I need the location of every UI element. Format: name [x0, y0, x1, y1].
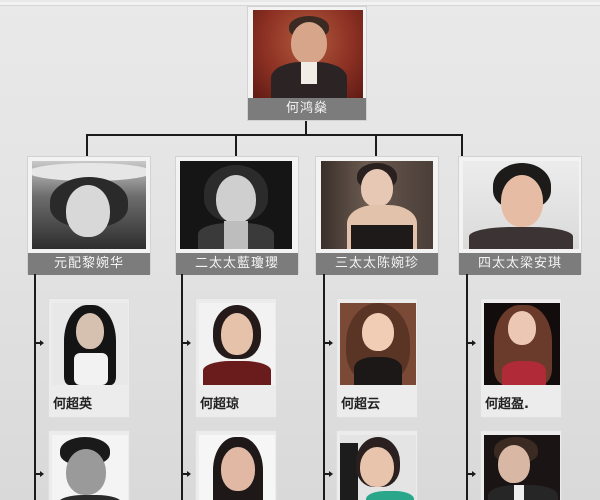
wife-3-label: 三太太陈婉珍: [316, 253, 438, 275]
arrow-icon: [183, 340, 191, 346]
wife-4-label: 四太太梁安琪: [459, 253, 581, 275]
wife-2-photo: [180, 161, 292, 249]
child-node-1-2: [48, 430, 130, 500]
wife-4-photo: [463, 161, 579, 249]
wife-node-2: 二太太藍瓊瓔: [175, 156, 299, 275]
child-4-1-photo: [484, 303, 560, 385]
child-node-2-1: 何超琼: [195, 298, 277, 418]
wife-3-photo: [321, 161, 433, 249]
child-4-2-photo: [484, 435, 560, 500]
child-1-1-name: 何超英: [53, 397, 93, 412]
child-2-2-photo: [199, 435, 275, 500]
arrow-icon: [468, 471, 476, 477]
child-2-1-name: 何超琼: [200, 397, 240, 412]
child-node-4-2: [480, 430, 562, 500]
arrow-icon: [36, 340, 44, 346]
connector-wife-4: [461, 134, 463, 156]
children-line-4: [466, 274, 468, 500]
root-photo: [253, 10, 363, 98]
children-line-2: [181, 274, 183, 500]
child-node-2-2: [195, 430, 277, 500]
connector-wife-3: [375, 134, 377, 156]
arrow-icon: [468, 340, 476, 346]
child-3-2-photo: [340, 435, 416, 500]
wife-1-label: 元配黎婉华: [28, 253, 150, 275]
children-line-3: [323, 274, 325, 500]
root-name-label: 何鸿燊: [248, 98, 366, 120]
arrow-icon: [325, 471, 333, 477]
children-line-1: [34, 274, 36, 500]
child-3-1-name: 何超云: [341, 397, 381, 412]
arrow-icon: [36, 471, 44, 477]
horizontal-connector: [86, 134, 462, 136]
root-node: 何鸿燊: [247, 6, 367, 121]
child-1-2-photo: [52, 435, 128, 500]
arrow-icon: [183, 471, 191, 477]
wife-node-1: 元配黎婉华: [27, 156, 151, 275]
child-4-1-name: 何超盈.: [485, 397, 529, 412]
child-2-1-photo: [199, 303, 275, 385]
connector-wife-1: [86, 134, 88, 156]
wife-2-label: 二太太藍瓊瓔: [176, 253, 298, 275]
child-node-3-1: 何超云: [336, 298, 418, 418]
wife-1-photo: [32, 161, 146, 249]
child-node-4-1: 何超盈.: [480, 298, 562, 418]
arrow-icon: [325, 340, 333, 346]
top-border: [0, 2, 600, 6]
child-node-1-1: 何超英: [48, 298, 130, 418]
child-node-3-2: [336, 430, 418, 500]
root-stem-line: [305, 121, 307, 135]
child-3-1-photo: [340, 303, 416, 385]
wife-node-4: 四太太梁安琪: [458, 156, 582, 275]
wife-node-3: 三太太陈婉珍: [315, 156, 439, 275]
connector-wife-2: [235, 134, 237, 156]
child-1-1-photo: [52, 303, 128, 385]
